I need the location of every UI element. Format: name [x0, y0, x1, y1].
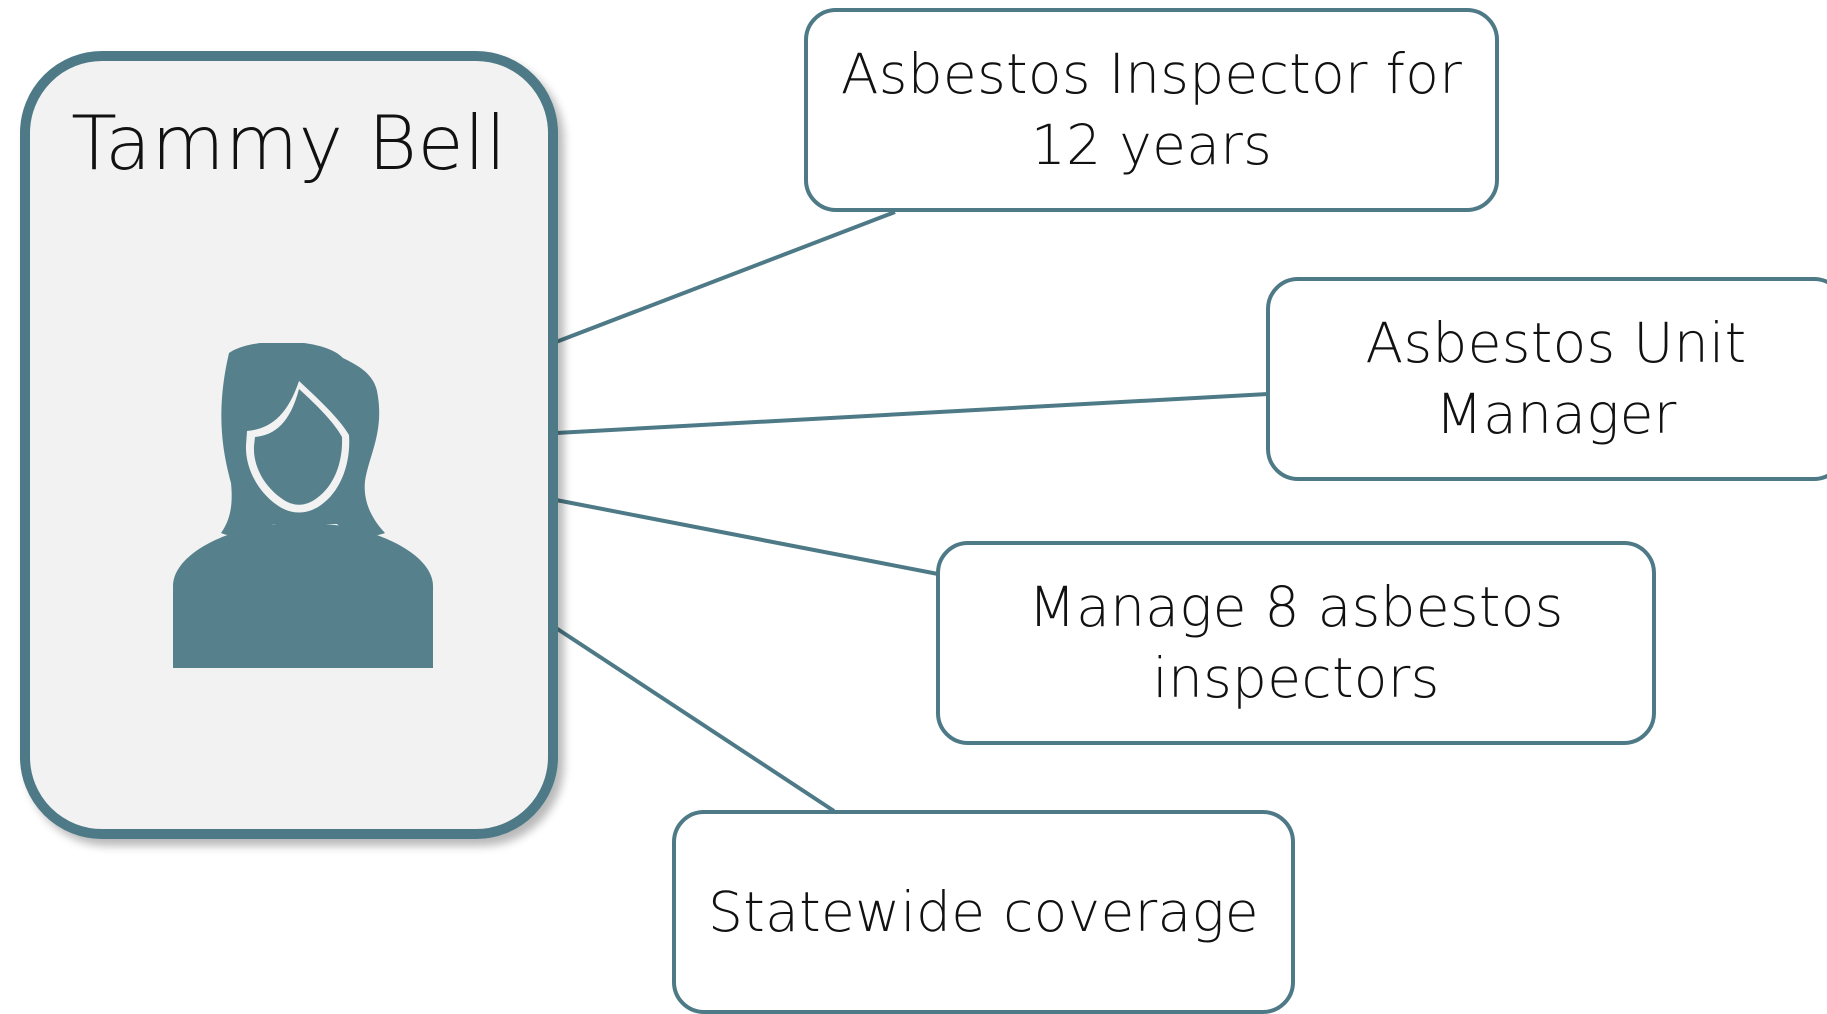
fact-box-experience: Asbestos Inspector for 12 years [804, 8, 1499, 212]
fact-text: Manage 8 asbestos inspectors [1028, 575, 1564, 710]
fact-text: Asbestos Inspector for 12 years [840, 42, 1463, 177]
fact-text: Statewide coverage [708, 879, 1259, 944]
person-name: Tammy Bell [71, 99, 507, 187]
fact-box-team: Manage 8 asbestos inspectors [936, 541, 1656, 745]
connector-experience [555, 210, 896, 344]
person-female-icon [173, 343, 433, 668]
person-card: Tammy Bell [20, 51, 558, 839]
connector-team [555, 498, 939, 576]
fact-box-coverage: Statewide coverage [672, 810, 1295, 1014]
connector-coverage [554, 626, 836, 813]
fact-box-role: Asbestos Unit Manager [1266, 277, 1827, 481]
connector-role [555, 392, 1269, 435]
fact-text: Asbestos Unit Manager [1365, 311, 1747, 446]
